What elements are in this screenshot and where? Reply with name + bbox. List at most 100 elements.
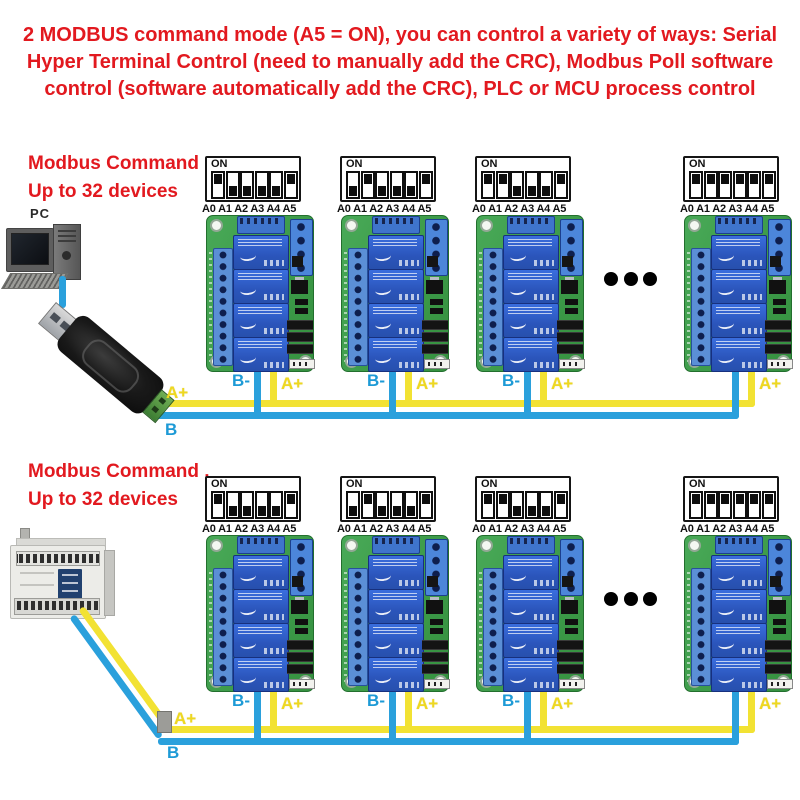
- bottom-connector: [559, 359, 585, 369]
- bottom-connector: [289, 679, 315, 689]
- dip-switch-a5-on: [553, 491, 568, 519]
- voltage-regulator: [769, 277, 786, 294]
- dip-switch-a1-on: [495, 171, 510, 199]
- dip-switch-a2-off: [510, 491, 524, 519]
- more-devices-ellipsis-dot: [604, 592, 618, 606]
- dip-switch-a0-off: [346, 171, 360, 199]
- ic-chip: [422, 664, 448, 674]
- dip-switch-a4-on: [747, 491, 761, 519]
- ic-chip-small: [430, 628, 443, 634]
- dip-address-labels: A0 A1 A2 A3 A4 A5: [680, 523, 775, 535]
- relay-module-pcb: [476, 215, 585, 372]
- ic-chip: [422, 344, 448, 354]
- relay-module-pcb: [341, 215, 450, 372]
- more-devices-ellipsis-dot: [643, 272, 657, 286]
- pc-screen: [11, 233, 49, 265]
- header-pins: [375, 218, 415, 224]
- dip-switch-a1-on: [360, 491, 375, 519]
- mounting-hole: [210, 539, 223, 552]
- dip-address-labels: A0 A1 A2 A3 A4 A5: [472, 203, 567, 215]
- rs485-a-bus-wire: [166, 726, 755, 733]
- plc-terminal-row-top: [16, 551, 100, 566]
- dip-switch-a2-off: [510, 171, 524, 199]
- relay: [503, 303, 559, 338]
- ic-chip: [765, 320, 791, 330]
- a-plus-drop-wire: [270, 689, 277, 733]
- ic-chip: [422, 640, 448, 650]
- b-minus-drop-wire: [524, 369, 531, 419]
- dip-switch-a5-on: [761, 491, 776, 519]
- usb-cable: [59, 276, 66, 308]
- ic-chip-small: [430, 308, 443, 314]
- dip-switch-a3-off: [389, 491, 404, 519]
- pin-header: [372, 536, 420, 554]
- relay: [233, 303, 289, 338]
- relay-module-top-1: ON A0 A1 A2 A3 A4 A5: [202, 156, 315, 372]
- dip-on-label: ON: [481, 158, 498, 170]
- voltage-regulator: [769, 597, 786, 614]
- voltage-regulator: [426, 277, 443, 294]
- ic-chip: [765, 332, 791, 342]
- relay-module-top-3: ON A0 A1 A2 A3 A4 A5: [472, 156, 585, 372]
- rs485-b-bus-wire: [155, 412, 739, 419]
- relay-module-pcb: [476, 535, 585, 692]
- ic-chip-small: [565, 308, 578, 314]
- wire-label-b: B: [165, 420, 178, 439]
- ic-chip: [287, 320, 313, 330]
- dip-switch-a5-on: [418, 171, 433, 199]
- mounting-hole: [480, 219, 493, 232]
- bottom-connector: [767, 679, 793, 689]
- dip-switch-a4-off: [269, 171, 283, 199]
- dip-switch-a3-off: [254, 491, 269, 519]
- ic-chip-small: [430, 619, 443, 625]
- section-caption: Modbus Command ,Up to 32 devices: [28, 458, 210, 514]
- b-minus-drop-wire: [254, 369, 261, 419]
- dip-switch-block: ON: [205, 156, 301, 202]
- more-devices-ellipsis-dot: [624, 272, 638, 286]
- smd-component: [770, 576, 781, 587]
- wire-label-a-plus: A+: [174, 709, 197, 728]
- dip-on-label: ON: [689, 158, 706, 170]
- dip-switch-a4-off: [404, 171, 418, 199]
- dip-switch-a1-off: [225, 171, 240, 199]
- screw-terminal-strip: [691, 568, 711, 686]
- header-pins: [240, 538, 280, 544]
- wire-label-b-minus: B-: [502, 691, 520, 710]
- bottom-connector: [559, 679, 585, 689]
- dip-switch-a0-on: [481, 171, 495, 199]
- caption-line-1: Modbus Command ,: [28, 153, 210, 174]
- plc-side-face: [104, 550, 115, 616]
- ic-chip: [287, 664, 313, 674]
- title-line-1: 2 MODBUS command mode (A5 = ON), you can…: [22, 24, 778, 46]
- dip-switch-a4-on: [747, 171, 761, 199]
- wire-label-a-plus: A+: [759, 374, 782, 393]
- dip-address-labels: A0 A1 A2 A3 A4 A5: [337, 523, 432, 535]
- b-minus-drop-wire: [524, 689, 531, 745]
- relay: [368, 623, 424, 658]
- mounting-hole: [688, 219, 701, 232]
- dip-switch-a0-on: [211, 491, 225, 519]
- mounting-hole: [480, 539, 493, 552]
- dip-switch-a0-on: [689, 491, 703, 519]
- smd-component: [427, 256, 438, 267]
- header-pins: [510, 218, 550, 224]
- screw-terminal-strip: [483, 568, 503, 686]
- dip-switch-a2-off: [240, 491, 254, 519]
- dip-switch-a2-off: [240, 171, 254, 199]
- mounting-hole: [345, 539, 358, 552]
- rs485-terminal-block: [290, 539, 313, 596]
- wire-label-b-minus: B-: [367, 371, 385, 390]
- pin-header: [372, 216, 420, 234]
- relay: [233, 589, 289, 624]
- header-pins: [718, 538, 758, 544]
- ic-chip: [557, 652, 583, 662]
- dip-switch-a1-off: [225, 491, 240, 519]
- ic-chip-small: [773, 299, 786, 305]
- a-plus-drop-wire: [540, 689, 547, 733]
- wire-label-b: B: [167, 743, 180, 762]
- relay-module-pcb: [206, 535, 315, 692]
- rs485-a-bus-wire: [158, 400, 755, 407]
- smd-component: [292, 256, 303, 267]
- page-title: 2 MODBUS command mode (A5 = ON), you can…: [0, 22, 800, 103]
